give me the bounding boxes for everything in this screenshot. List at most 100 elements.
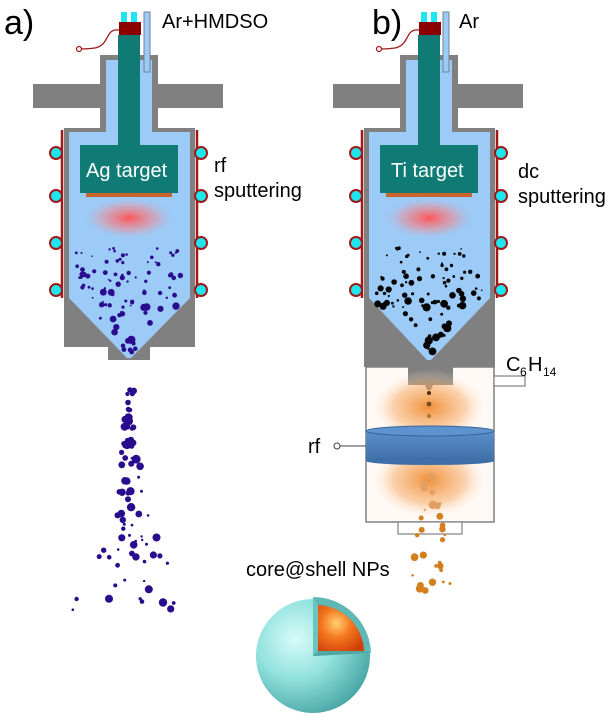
- panel-a-target-label: Ag target: [86, 160, 168, 182]
- nanoparticle: [436, 512, 444, 520]
- nanoparticle: [399, 260, 403, 264]
- nanoparticle: [130, 387, 137, 394]
- nanoparticle: [126, 270, 131, 276]
- nanoparticle: [408, 279, 415, 286]
- rf-terminal-icon: [333, 442, 341, 450]
- nanoparticle: [96, 554, 102, 560]
- nanoparticle: [113, 583, 118, 588]
- nanoparticle: [147, 320, 153, 326]
- nanoparticle: [385, 254, 388, 257]
- nanoparticle: [138, 597, 142, 601]
- nanoparticle: [79, 271, 86, 278]
- nanoparticle: [146, 261, 149, 264]
- nanoparticle: [453, 252, 456, 255]
- nanoparticle: [165, 561, 169, 565]
- cathode-plate: [386, 193, 472, 197]
- nanoparticle: [436, 299, 440, 304]
- nanoparticle: [439, 537, 446, 543]
- nanoparticle: [91, 296, 94, 299]
- nanoparticle: [428, 472, 436, 480]
- nanoparticle: [415, 533, 420, 538]
- nanoparticle: [129, 349, 135, 355]
- product-core-shell: core@shell NPs: [246, 559, 390, 713]
- nanoparticle: [172, 302, 180, 310]
- product-label: core@shell NPs: [246, 559, 390, 581]
- nanoparticle: [452, 275, 456, 278]
- plasma-glow: [381, 196, 477, 240]
- cathode-cap: [419, 22, 441, 35]
- nanoparticle: [125, 391, 130, 397]
- nanoparticle: [380, 275, 383, 279]
- nanoparticle: [136, 462, 144, 471]
- nanoparticle: [442, 280, 447, 285]
- panel-b-power-line1: dc: [518, 161, 539, 183]
- nanoparticle: [115, 562, 120, 568]
- panel-a-label: a): [4, 4, 34, 42]
- nanoparticle: [109, 279, 112, 282]
- nanoparticle: [156, 262, 161, 267]
- nanoparticle: [118, 534, 126, 542]
- nanoparticle: [382, 291, 387, 296]
- nanoparticle: [137, 475, 141, 479]
- nanoparticle: [117, 509, 126, 518]
- coil-right: [194, 146, 208, 297]
- nanoparticle: [107, 278, 110, 281]
- nanoparticle: [432, 299, 438, 305]
- panel-a-power-line2: sputtering: [214, 180, 302, 202]
- nanoparticle: [125, 253, 128, 256]
- nanoparticle: [120, 343, 126, 348]
- nanoparticle: [143, 310, 148, 315]
- nanoparticle: [441, 323, 448, 330]
- nanoparticle: [140, 535, 143, 538]
- nanoparticle: [131, 454, 141, 464]
- nanoparticle: [167, 605, 175, 613]
- nanoparticle: [142, 289, 146, 293]
- nanoparticle: [85, 273, 91, 279]
- nanoparticle: [171, 275, 176, 281]
- nanoparticle: [177, 272, 184, 279]
- nanoparticle: [440, 312, 444, 316]
- precursor-label: C 6 H 14: [506, 354, 557, 379]
- nanoparticle: [171, 253, 175, 257]
- nanoparticle: [441, 580, 445, 584]
- nanoparticle: [155, 247, 159, 250]
- water-in-icon: [421, 12, 427, 22]
- panel-a-gas-label: Ar+HMDSO: [162, 11, 268, 33]
- nanoparticle: [419, 551, 427, 559]
- nanoparticle: [428, 578, 437, 586]
- svg-text:C: C: [506, 354, 520, 376]
- nanoparticle: [80, 252, 83, 254]
- nanoparticle: [118, 257, 122, 261]
- nanoparticle: [142, 579, 146, 583]
- gas-inlet-tube: [442, 11, 450, 73]
- water-out-icon: [131, 12, 137, 22]
- panel-b-rf-label: rf: [308, 436, 321, 458]
- nanoparticle: [411, 292, 415, 296]
- nanoparticle: [165, 296, 168, 299]
- nanoparticle: [391, 301, 394, 305]
- nanoparticle: [104, 259, 109, 264]
- nanoparticle: [416, 582, 424, 589]
- nanoparticle: [385, 286, 392, 293]
- nanoparticle: [125, 415, 132, 422]
- nanoparticle: [168, 272, 174, 277]
- nanoparticle: [418, 515, 424, 521]
- nanoparticle: [125, 496, 131, 503]
- nanoparticle: [105, 594, 113, 603]
- panel-b-magnetron-source: b) Ar Ti target dc: [308, 4, 606, 594]
- nanoparticle: [396, 299, 400, 302]
- nanoparticle: [80, 267, 85, 272]
- nanoparticle: [131, 341, 136, 346]
- panel-a-power-line1: rf: [214, 155, 227, 177]
- nanoparticle: [130, 299, 135, 304]
- svg-text:6: 6: [520, 365, 527, 379]
- nanoparticle: [125, 490, 131, 496]
- nanoparticle: [144, 279, 148, 283]
- rf-plasma-glow-top: [369, 369, 489, 445]
- panel-b-gas-label: Ar: [459, 11, 479, 33]
- nanoparticle: [109, 315, 117, 323]
- target-stem: [418, 35, 440, 145]
- nanoparticle: [99, 288, 107, 296]
- nanoparticle: [402, 311, 408, 317]
- nanoparticle: [122, 522, 126, 526]
